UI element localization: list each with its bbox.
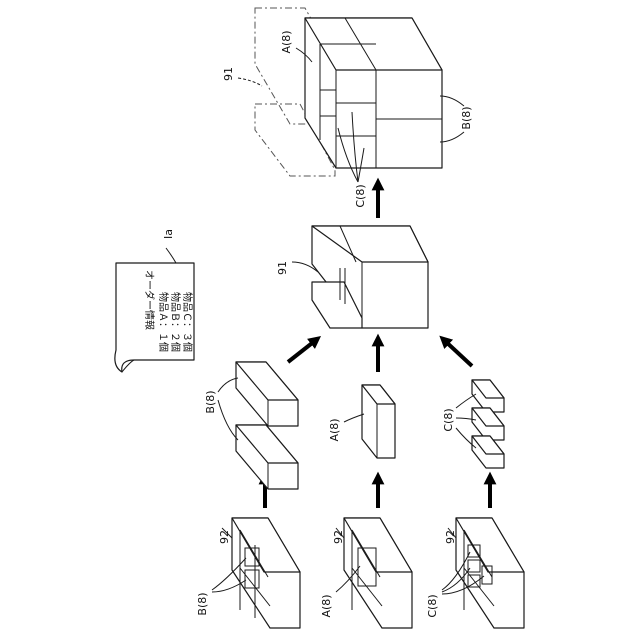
item-b-leader-1 xyxy=(218,378,238,392)
packed-box-ref-leader xyxy=(238,78,262,86)
shelf-ref-left: 92 xyxy=(218,530,231,544)
container-box xyxy=(312,226,428,328)
packed-item-b-leader-2 xyxy=(440,132,464,142)
item-a-box xyxy=(362,385,395,458)
order-document-line-3: 物品Ｃ：３個 xyxy=(181,292,194,352)
packed-box-ref: 91 xyxy=(222,67,235,81)
arrow-item-b-to-box xyxy=(288,340,316,362)
shelf-left-item-label: B(8) xyxy=(196,592,209,615)
order-document-title: オーダー情報 xyxy=(143,270,156,330)
shelf-middle-item-label: A(8) xyxy=(320,594,333,617)
packed-item-b-label: B(8) xyxy=(460,106,473,129)
order-document-line-2: 物品Ｂ：２個 xyxy=(169,292,182,352)
item-c-label: C(8) xyxy=(442,408,455,431)
item-c-group xyxy=(472,380,504,468)
item-b-leader-2 xyxy=(218,400,238,440)
packed-item-c-label: C(8) xyxy=(354,184,367,207)
item-c-leader-1 xyxy=(456,394,476,408)
item-b-group xyxy=(236,362,298,489)
packed-item-b-leader-1 xyxy=(440,96,464,106)
shelf-right-item-label: C(8) xyxy=(426,594,439,617)
packed-item-a-label: A(8) xyxy=(280,30,293,53)
container-box-ref: 91 xyxy=(276,261,289,275)
order-document-ref-leader xyxy=(166,248,176,263)
shelf-left xyxy=(232,518,300,628)
item-a-label: A(8) xyxy=(328,418,341,441)
order-document-ref: Ia xyxy=(162,229,175,239)
item-a-leader xyxy=(344,414,364,422)
arrow-item-c-to-box xyxy=(444,340,472,366)
item-b-label: B(8) xyxy=(204,390,217,413)
order-document-line-1: 物品Ａ：１個 xyxy=(157,292,170,352)
